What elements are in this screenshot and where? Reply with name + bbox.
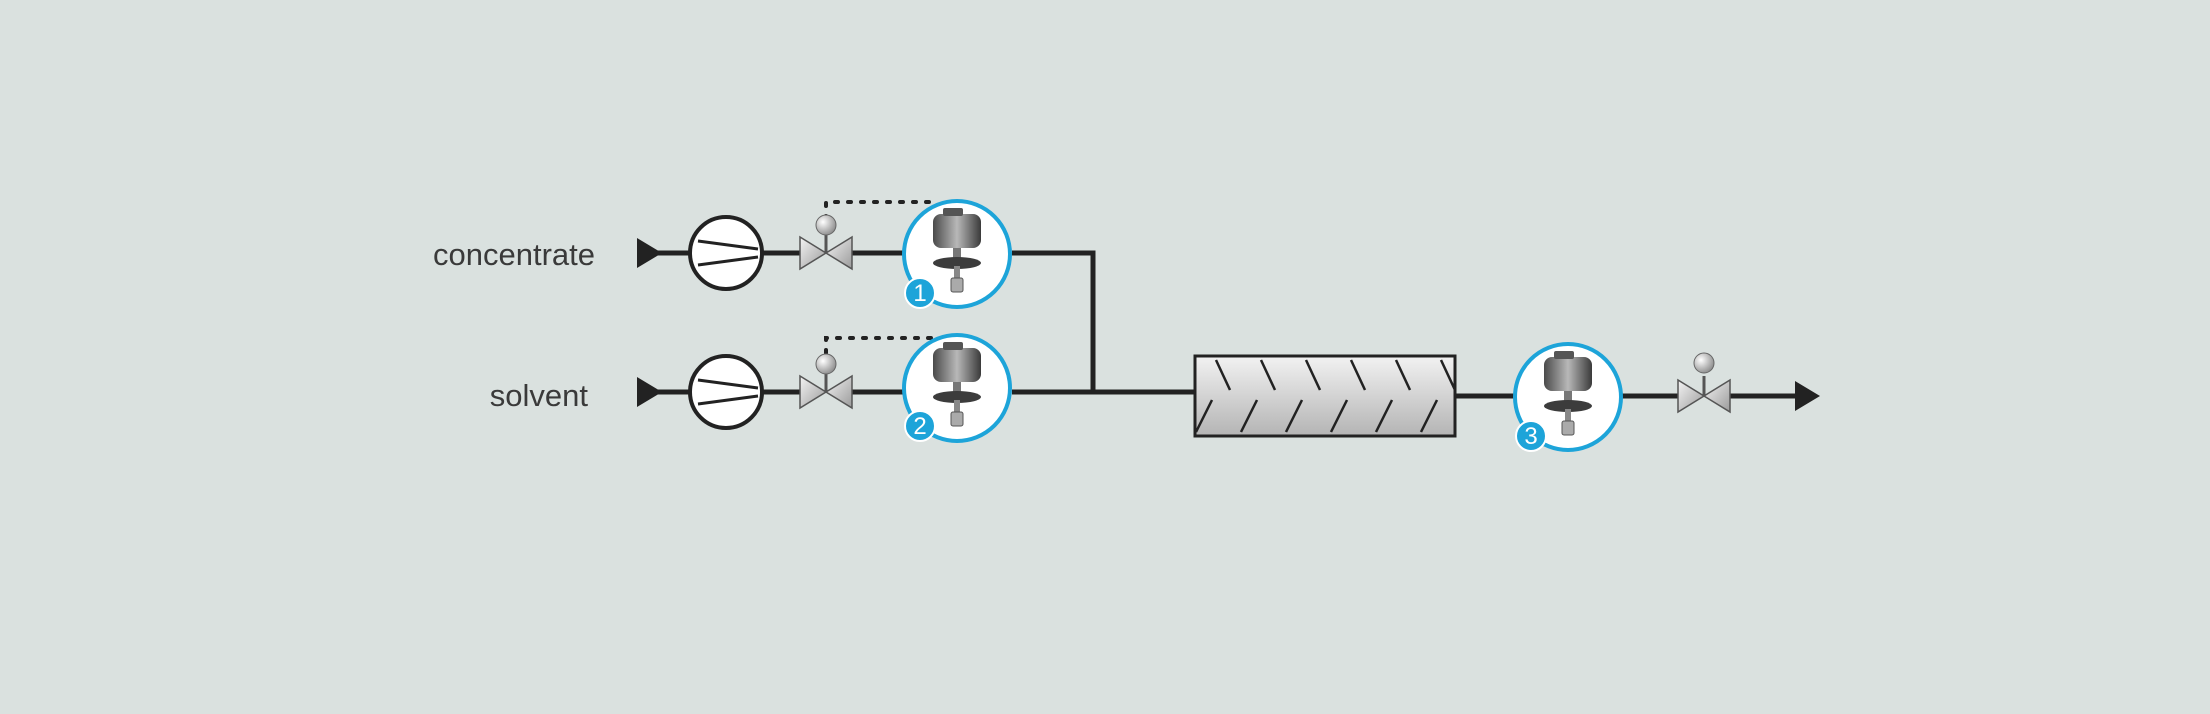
control-signal-line-1 <box>824 200 937 221</box>
meter-number-1: 1 <box>913 280 926 307</box>
flow-meter-icon <box>933 208 981 293</box>
meter-number-3: 3 <box>1524 423 1537 450</box>
flow-meter-icon <box>933 342 981 427</box>
control-signal-lines <box>824 200 937 355</box>
control-valve-icon <box>1677 352 1731 414</box>
pipework <box>638 250 1795 399</box>
meter-badge-2 <box>904 410 936 442</box>
pump-icon <box>688 354 764 430</box>
static-mixer-icon <box>1193 354 1457 438</box>
solvent-label: solvent <box>490 378 589 413</box>
flow-arrow-icon <box>637 377 662 407</box>
pump-icon <box>688 215 764 291</box>
meter-badge-3 <box>1515 420 1547 452</box>
control-signal-line-2 <box>824 336 937 355</box>
meter-number-2: 2 <box>913 413 926 440</box>
concentrate-label: concentrate <box>433 237 595 272</box>
meter-badge-1 <box>904 277 936 309</box>
flow-meter-3: 3 <box>1513 342 1623 452</box>
flow-arrow-icon <box>1795 381 1820 411</box>
flow-meter-2: 2 <box>902 333 1012 443</box>
flow-arrow-icon <box>637 238 662 268</box>
control-valve-icon <box>799 214 853 271</box>
control-valve-icon <box>799 353 853 410</box>
flow-meter-1: 1 <box>902 199 1012 309</box>
flow-meter-icon <box>1544 351 1592 436</box>
